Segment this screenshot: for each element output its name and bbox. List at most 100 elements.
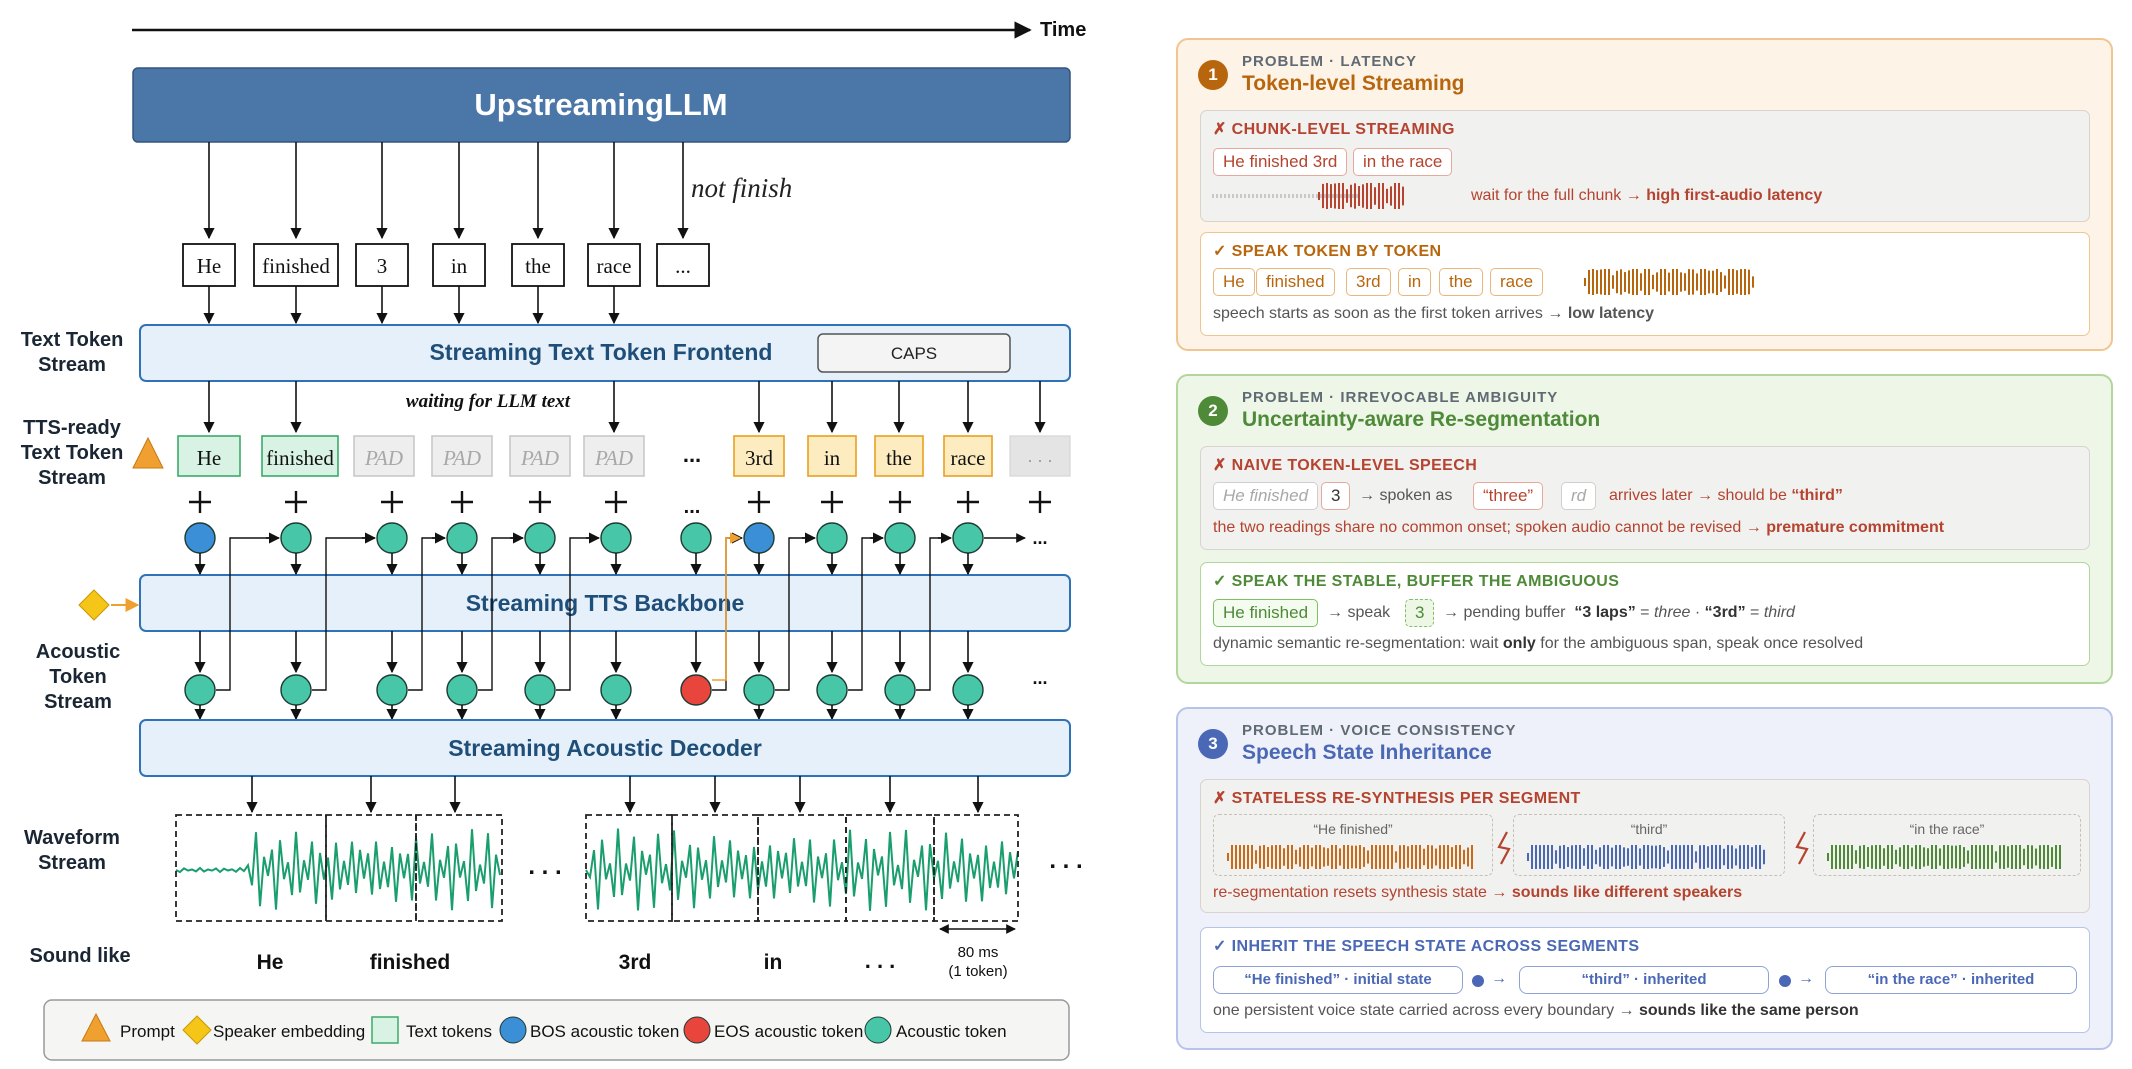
acoustic-token (280, 522, 312, 554)
llm-token-text: 3 (377, 254, 388, 278)
bad-heading: ✗ CHUNK-LEVEL STREAMING (1213, 121, 1455, 138)
chunk-chip: in the race (1353, 148, 1453, 176)
segment-waveform-icon (1227, 845, 1473, 869)
good-note: one persistent voice state carried acros… (1213, 1002, 1859, 1019)
state-pill: “He finished” · initial state (1213, 966, 1463, 994)
number-chip: 3 (1321, 482, 1351, 510)
speak-text: → speak (1327, 604, 1391, 621)
legend-label: Text tokens (406, 1022, 492, 1041)
llm-token-text: in (451, 254, 468, 278)
acoustic-token (884, 522, 916, 554)
llm-label: UpstreamingLLM (474, 87, 727, 122)
pending-text: → pending buffer “3 laps” = three · “3rd… (1443, 604, 1795, 621)
state-arrow: → (1798, 970, 1814, 987)
waveform-line (585, 828, 1019, 911)
llm-token-text: finished (262, 254, 330, 278)
tts-token-text: in (824, 446, 841, 470)
segment-label: “third” (1630, 821, 1668, 837)
llm-token-box (182, 243, 236, 287)
waveform-chunk-box (671, 814, 759, 922)
ellipsis-text: . . . (1049, 847, 1082, 874)
tts-token-text: finished (266, 446, 334, 470)
decoder-box (139, 719, 1071, 777)
waveform-chunk-box (415, 814, 503, 922)
acoustic-token (952, 522, 984, 554)
sound-like-word: 3rd (619, 951, 652, 974)
panel-number-badge: 2 (1198, 396, 1228, 426)
row-label: Stream (38, 852, 106, 874)
acoustic-token (680, 522, 712, 554)
sound-like-word: He (257, 951, 284, 974)
ellipsis-text: . . . (528, 853, 561, 880)
legend-box (43, 999, 1070, 1061)
tts-token-box (177, 435, 241, 477)
llm-token-text: ... (675, 254, 691, 278)
acoustic-token (376, 674, 408, 706)
bad-example-box: ✗ CHUNK-LEVEL STREAMING He finished 3rd … (1200, 110, 2090, 222)
legend-text-token-icon (371, 1016, 399, 1044)
panel-title: Token-level Streaming (1242, 72, 1465, 95)
row-label: Token (49, 666, 106, 688)
llm-token-text: He (197, 254, 222, 278)
panel-kicker: PROBLEM · IRREVOCABLE AMBIGUITY (1242, 389, 1559, 406)
tts-token-text: PAD (520, 446, 559, 470)
duration-label: 80 ms (958, 944, 999, 961)
token-chip: in (1398, 268, 1432, 296)
tts-token-box (943, 435, 993, 477)
tts-token-box (874, 435, 924, 477)
tts-token-text: PAD (364, 446, 403, 470)
row-label: Waveform (24, 827, 120, 849)
ellipsis-text: ... (683, 442, 701, 467)
legend-prompt-icon (81, 1012, 111, 1042)
legend-acoustic-icon (864, 1016, 892, 1044)
speaker-diamond (78, 589, 110, 621)
row-label: Text Token (21, 442, 124, 464)
break-icon (1497, 831, 1511, 865)
legend-label: EOS acoustic token (714, 1022, 863, 1041)
acoustic-token (524, 674, 556, 706)
time-label: Time (1040, 19, 1086, 41)
good-heading: ✓ INHERIT THE SPEECH STATE ACROSS SEGMEN… (1213, 938, 1640, 955)
state-pill: “third” · inherited (1519, 966, 1769, 994)
caps-box (817, 333, 1011, 373)
tts-token-box (807, 435, 857, 477)
waveform-chunk-box (585, 814, 673, 922)
legend-label: Prompt (120, 1022, 175, 1041)
segment-box: “He finished” (1213, 814, 1493, 876)
panel-number-badge: 1 (1198, 60, 1228, 90)
acoustic-token (184, 674, 216, 706)
segment-label: “He finished” (1313, 821, 1393, 837)
tts-token-box (509, 435, 571, 477)
acoustic-token (600, 674, 632, 706)
bad-note: re-segmentation resets synthesis state →… (1213, 884, 1743, 901)
tts-token-box (583, 435, 645, 477)
token-chip: He (1213, 268, 1255, 296)
panel-latency: 1 PROBLEM · LATENCY Token-level Streamin… (1176, 38, 2113, 351)
row-label: Sound like (29, 945, 130, 967)
spoken-as-text: → spoken as (1359, 487, 1453, 504)
llm-token-text: the (525, 254, 551, 278)
bad-note: the two readings share no common onset; … (1213, 519, 1945, 536)
legend-bos-icon (499, 1016, 527, 1044)
acoustic-token (446, 674, 478, 706)
llm-token-box (587, 243, 641, 287)
prompt-triangle (132, 436, 164, 469)
row-label: Acoustic (36, 641, 120, 663)
legend-speaker-icon (182, 1015, 212, 1045)
bad-example-box: ✗ STATELESS RE-SYNTHESIS PER SEGMENT “He… (1200, 779, 2090, 913)
duration-label: (1 token) (948, 963, 1007, 980)
legend-eos-icon (683, 1016, 711, 1044)
tts-token-text: He (197, 446, 222, 470)
acoustic-token (952, 674, 984, 706)
chunk-chip: He finished 3rd (1213, 148, 1348, 176)
rd-chip: rd (1561, 482, 1597, 510)
token-chip: finished (1256, 268, 1335, 296)
immediate-waveform-icon (1584, 269, 1754, 295)
segment-box: “third” (1513, 814, 1785, 876)
tts-token-text: PAD (442, 446, 481, 470)
good-note: dynamic semantic re-segmentation: wait o… (1213, 635, 1864, 652)
tts-token-box (261, 435, 339, 477)
backbone-label: Streaming TTS Backbone (466, 590, 745, 616)
stable-chip: He finished (1213, 599, 1319, 627)
acoustic-token (524, 522, 556, 554)
